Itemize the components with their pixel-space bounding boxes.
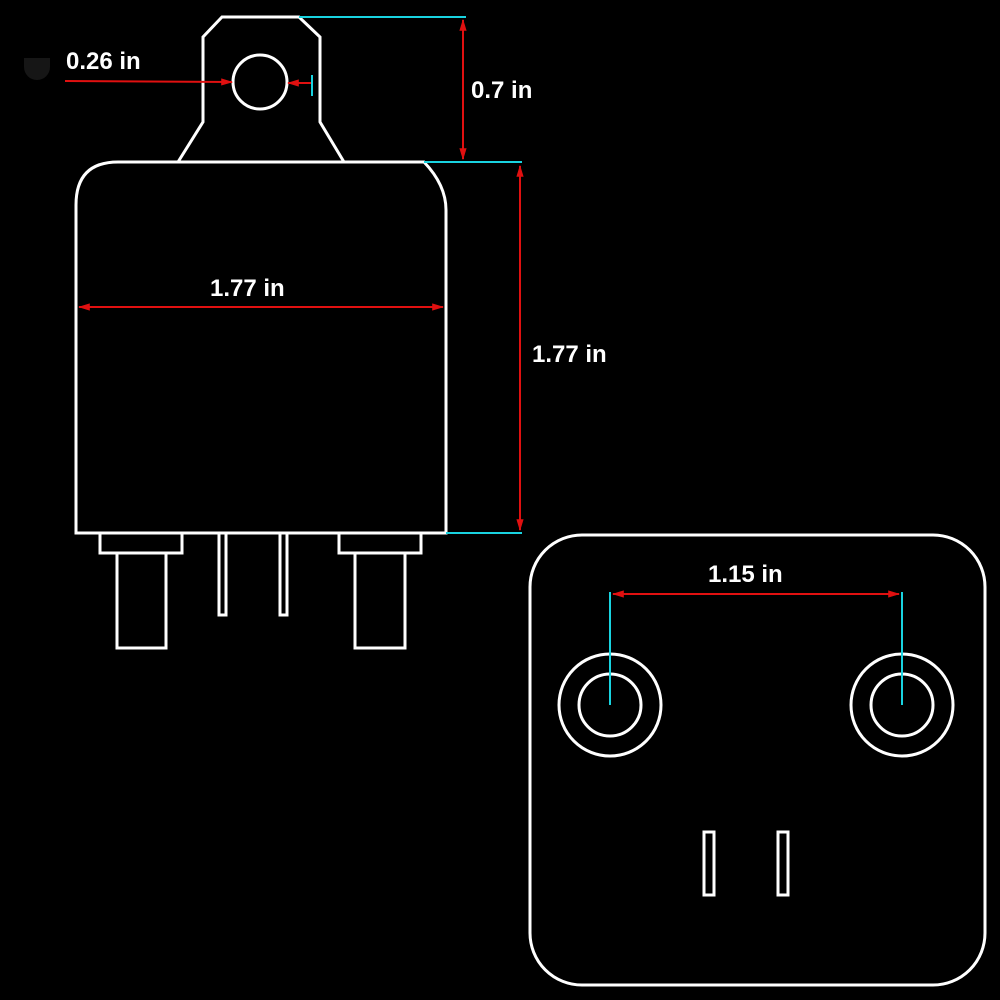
bottom-view xyxy=(528,533,987,987)
label-body-height: 1.77 in xyxy=(532,341,607,368)
small-pin-right xyxy=(278,531,289,617)
label-terminal-spacing: 1.15 in xyxy=(708,561,783,588)
dim-line-hole xyxy=(64,78,234,86)
slot-pin-right xyxy=(776,830,790,897)
terminal-collar-left xyxy=(98,531,184,555)
mounting-hole xyxy=(231,53,289,111)
relay-body xyxy=(74,160,448,535)
side-view xyxy=(64,15,524,650)
small-pin-left xyxy=(217,531,228,617)
label-mount-tab-height: 0.7 in xyxy=(471,77,533,104)
label-mount-hole-diameter: 0.26 in xyxy=(66,48,141,75)
decorative-blob xyxy=(24,58,50,80)
slot-pin-left xyxy=(702,830,716,897)
terminal-post-right xyxy=(353,551,407,650)
mounting-tab xyxy=(176,15,346,163)
terminal-collar-right xyxy=(337,531,423,555)
label-body-width: 1.77 in xyxy=(210,275,285,302)
terminal-post-left xyxy=(115,551,168,650)
bottom-view-outline xyxy=(528,533,987,987)
